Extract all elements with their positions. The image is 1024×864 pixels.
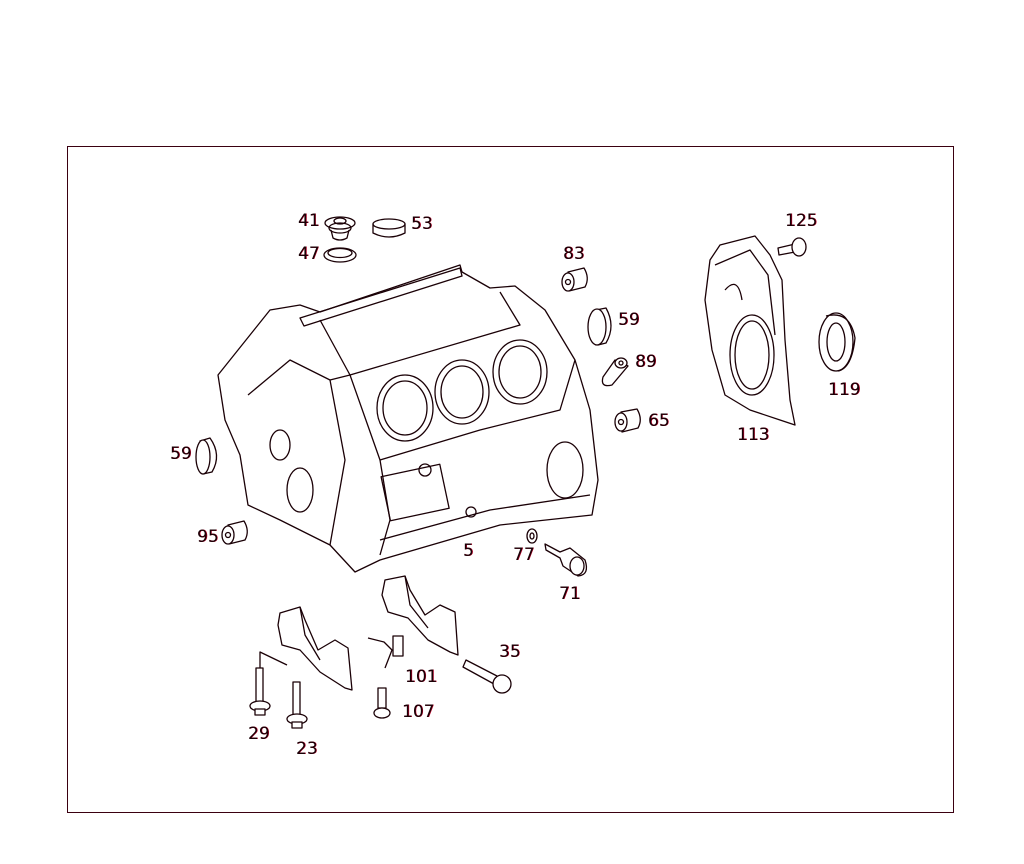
- callout-35: 35: [499, 642, 521, 662]
- callout-107: 107: [402, 702, 435, 722]
- bolt-part-35[interactable]: [462, 659, 512, 694]
- sleeve-part-53[interactable]: [372, 218, 406, 238]
- bolt-part-125[interactable]: [777, 237, 807, 257]
- sensor-part-71[interactable]: [544, 543, 588, 577]
- bushing-part-95[interactable]: [221, 520, 248, 545]
- bushing-part-65[interactable]: [614, 408, 641, 433]
- callout-77: 77: [513, 545, 535, 565]
- bolt-part-29[interactable]: [249, 667, 271, 716]
- callout-119: 119: [828, 380, 861, 400]
- callout-89: 89: [635, 352, 657, 372]
- callout-5: 5: [463, 541, 474, 561]
- callout-41: 41: [298, 211, 320, 231]
- pin-part-89[interactable]: [601, 357, 629, 387]
- bearing-cap-left[interactable]: [277, 606, 353, 691]
- bearing-cap-right[interactable]: [381, 575, 459, 656]
- seal-ring-part-47[interactable]: [323, 247, 357, 263]
- callout-83: 83: [563, 244, 585, 264]
- callout-47: 47: [298, 244, 320, 264]
- plug-part-59-left[interactable]: [195, 437, 218, 475]
- callout-113: 113: [737, 425, 770, 445]
- plug-part-41[interactable]: [324, 216, 356, 241]
- diagram-frame: [67, 146, 954, 813]
- callout-23: 23: [296, 739, 318, 759]
- callout-59-right: 59: [618, 310, 640, 330]
- leader-line: [259, 651, 288, 670]
- radial-seal-part-119[interactable]: [818, 312, 856, 372]
- rear-cover-part-113[interactable]: [704, 235, 796, 426]
- washer-part-77[interactable]: [526, 528, 538, 544]
- oil-spray-nozzle-part-101[interactable]: [367, 635, 404, 669]
- bolt-part-23[interactable]: [286, 681, 308, 729]
- bolt-part-107[interactable]: [373, 687, 391, 719]
- callout-101: 101: [405, 667, 438, 687]
- callout-125: 125: [785, 211, 818, 231]
- callout-65: 65: [648, 411, 670, 431]
- callout-53: 53: [411, 214, 433, 234]
- bushing-part-83[interactable]: [561, 267, 588, 292]
- callout-59-left: 59: [170, 444, 192, 464]
- plug-part-59-right[interactable]: [587, 307, 612, 346]
- callout-95: 95: [197, 527, 219, 547]
- callout-29: 29: [248, 724, 270, 744]
- engine-block-part-5[interactable]: [217, 264, 599, 573]
- callout-71: 71: [559, 584, 581, 604]
